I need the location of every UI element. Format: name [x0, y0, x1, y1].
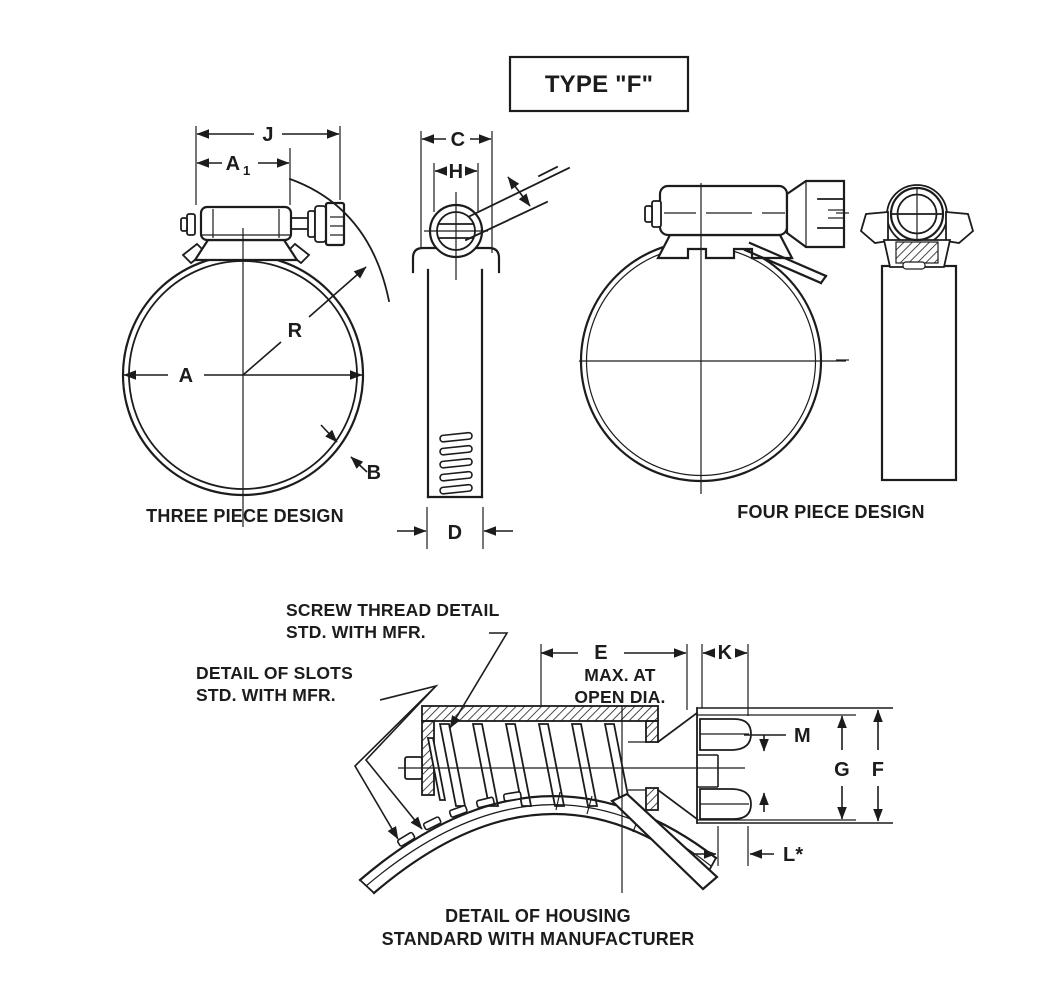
dim-c-label: C — [451, 129, 466, 151]
saddle — [656, 233, 794, 260]
view-four-piece: FOUR PIECE DESIGN — [579, 179, 925, 522]
housing-section-right-lower — [645, 787, 659, 811]
note-slots-line2: STD. WITH MFR. — [196, 685, 336, 705]
swing-arc — [288, 177, 391, 303]
screw-collar — [314, 205, 327, 243]
dim-r-line — [242, 341, 282, 376]
screw-thread-blades — [426, 723, 632, 807]
dim-b-arrows — [320, 424, 338, 443]
dim-m-label: M — [794, 725, 811, 747]
dim-r-label: R — [288, 320, 303, 342]
dim-e-note-2: OPEN DIA. — [574, 687, 665, 707]
screw-tip-cap — [186, 213, 196, 236]
housing-caption-line1: DETAIL OF HOUSING — [445, 906, 631, 926]
dim-j-label: J — [262, 124, 273, 146]
slots-leader-1 — [353, 684, 439, 840]
screw-thread-coil — [895, 241, 939, 264]
dim-d-label: D — [448, 522, 463, 544]
dim-h-label: H — [449, 161, 464, 183]
slots-leader-2 — [364, 685, 437, 830]
dim-e-label: E — [594, 642, 608, 664]
three-piece-caption: THREE PIECE DESIGN — [146, 506, 344, 526]
title-box: TYPE "F" — [508, 55, 690, 113]
dim-g-label: G — [834, 759, 850, 781]
dim-f-label: F — [872, 759, 884, 781]
dim-l-label: L* — [783, 844, 803, 866]
dim-a-label: A — [179, 365, 194, 387]
title-label: TYPE "F" — [545, 71, 653, 98]
note-screw-line2: STD. WITH MFR. — [286, 622, 426, 642]
dim-e-note-1: MAX. AT — [584, 665, 656, 685]
screw-tip-cap — [651, 200, 662, 228]
band — [880, 264, 958, 482]
view-four-piece-side — [836, 184, 975, 482]
view-three-piece: J A 1 A R B THREE PIECE DESIGN — [121, 124, 391, 527]
dim-a1-subscript: 1 — [243, 163, 250, 178]
four-piece-caption: FOUR PIECE DESIGN — [737, 502, 924, 522]
note-slots-line1: DETAIL OF SLOTS — [196, 663, 353, 683]
saddle-wing-right — [945, 211, 975, 244]
housing-section-right-upper — [645, 720, 659, 743]
dim-a1-label: A — [226, 153, 241, 175]
title-box-frame — [508, 55, 690, 113]
saddle — [192, 238, 300, 262]
housing-section-top — [421, 705, 659, 722]
curved-band — [358, 791, 719, 895]
housing-body — [199, 205, 293, 242]
housing-caption-line2: STANDARD WITH MANUFACTURER — [382, 929, 695, 949]
view-side: C H D — [397, 129, 571, 549]
housing-detail: E MAX. AT OPEN DIA. K M G F L* SCREW THR… — [196, 600, 893, 949]
dim-k-label: K — [718, 642, 733, 664]
band-tail — [748, 241, 828, 278]
band-slots — [439, 431, 473, 495]
housing-body — [658, 184, 789, 237]
saddle-wing-left — [859, 211, 889, 244]
note-screw-line1: SCREW THREAD DETAIL — [286, 600, 500, 620]
screw-head — [785, 179, 846, 249]
dim-b-label: B — [367, 462, 382, 484]
screw-thread-leader — [449, 632, 509, 729]
screw-washer — [307, 210, 316, 238]
